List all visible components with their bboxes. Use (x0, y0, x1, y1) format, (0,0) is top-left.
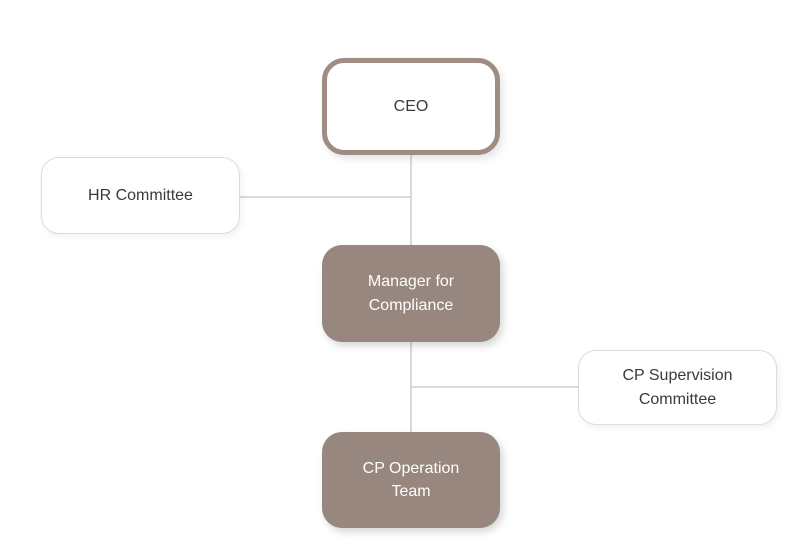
node-ceo: CEO (322, 58, 500, 155)
node-cp-operation-team: CP Operation Team (322, 432, 500, 528)
node-cp-supervision-committee: CP Supervision Committee (578, 350, 777, 425)
node-hr-committee: HR Committee (41, 157, 240, 234)
node-ceo-label: CEO (393, 97, 429, 115)
node-cp-supervision-committee-label: CP Supervision Committee (622, 367, 733, 408)
node-cp-operation-team-label: CP Operation Team (362, 459, 460, 500)
connector-trunk-to-cp-supervision (411, 386, 578, 388)
node-hr-committee-label: HR Committee (88, 186, 193, 204)
connector-hr-committee-to-trunk (240, 196, 411, 198)
node-manager-for-compliance: Manager for Compliance (322, 245, 500, 342)
connector-ceo-to-manager (410, 155, 412, 245)
node-manager-for-compliance-label: Manager for Compliance (367, 273, 455, 314)
